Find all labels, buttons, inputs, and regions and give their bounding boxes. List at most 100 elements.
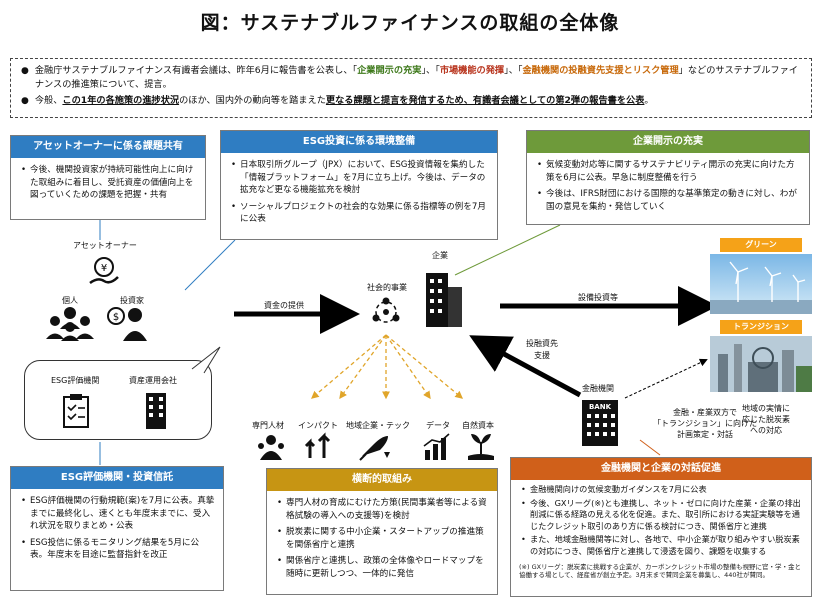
summary-text: のほか、国内外の動向等を踏まえた xyxy=(179,95,326,106)
enabler-label-data: データ xyxy=(426,421,450,430)
list-item: ESG投信に係るモニタリング結果を5月に公表。年度末を目途に監督指針を改正 xyxy=(21,537,215,562)
summary-text: 今般、 xyxy=(34,95,63,106)
enabler-arrows xyxy=(311,334,464,400)
company-label: 企業 xyxy=(432,251,448,260)
nature-capital-icon xyxy=(468,434,494,460)
box-asset-owner: アセットオーナーに係る課題共有 今後、機関投資家が持続可能性向上に向けた取組みに… xyxy=(10,135,206,220)
checklist-icon xyxy=(63,394,89,428)
box-header: アセットオーナーに係る課題共有 xyxy=(11,136,205,158)
impact-arrows-icon xyxy=(304,432,331,458)
summary-line-2: ● 今般、この1年の各施策の進捗状況のほか、国内外の動向等を踏まえた更なる課題と… xyxy=(21,94,801,108)
list-item: ESG評価機関の行動規範(案)を7月に公表。真摯までに最終化し、速くとも年度末ま… xyxy=(21,495,215,533)
box-list: ESG評価機関の行動規範(案)を7月に公表。真摯までに最終化し、速くとも年度末ま… xyxy=(11,489,223,570)
bank-sign: BANK xyxy=(589,403,612,411)
summary-text: 」などのサステナブルファイナンスの推進策について、提言。 xyxy=(34,65,798,90)
enabler-arrow xyxy=(311,334,387,399)
support-arrow xyxy=(469,335,582,398)
enabler-arrow xyxy=(339,334,387,400)
footnote: (※) GXリーグ：脱炭素に挑戦する企業が、カーボンクレジット市場の整備も視野に… xyxy=(519,563,801,579)
list-item: 気候変動対応等に関するサステナビリティ開示の充実に向けた方策を6月に公表。早急に… xyxy=(537,159,801,184)
data-chart-icon xyxy=(423,433,450,460)
enabler-arrow xyxy=(385,334,464,399)
list-item: 今後は、IFRS財団における国際的な基準策定の動きに対し、わが国の意見を集約・発… xyxy=(537,188,801,213)
list-item: 専門人材の育成にむけた方策(民間事業者等による資格試験の導入への支援等)を検討 xyxy=(277,497,489,522)
box-list: 今後、機関投資家が持続可能性向上に向けた取組みに着目し、受託資産の価値向上を図っ… xyxy=(11,158,205,210)
page-title: 図：サステナブルファイナンスの取組の全体像 xyxy=(200,12,620,34)
money-bag-icon: ¥ xyxy=(89,257,119,285)
list-item: ソーシャルプロジェクトの社会的な効果に係る指標等の例を7月に公表 xyxy=(231,201,489,226)
green-tag: グリーン xyxy=(720,238,802,252)
summary-box: ● 金融庁サステナブルファイナンス有識者会議は、昨年6月に報告書を公表し、「企業… xyxy=(10,58,812,118)
summary-text: 」、「 xyxy=(504,65,523,76)
box-list: 気候変動対応等に関するサステナビリティ開示の充実に向けた方策を6月に公表。早急に… xyxy=(527,153,809,221)
summary-text: 。 xyxy=(644,95,654,106)
dialogue-note: 金融・産業双方で 「トランジション」に向けた 計画策定・対話 xyxy=(653,408,757,439)
support-label-1: 投融資先 xyxy=(526,339,558,348)
asset-owner-label: アセットオーナー xyxy=(73,241,137,250)
equipment-investment-label: 設備投資等 xyxy=(578,293,618,302)
list-item: また、地域金融機関等に対し、各地で、中小企業が取り組みやすい脱炭素の対応につき、… xyxy=(521,534,803,557)
transition-tag: トランジション xyxy=(720,320,802,334)
enabler-label-talent: 専門人材 xyxy=(252,421,284,430)
box-list: 金融機関向けの気候変動ガイダンスを7月に公表 今後、GXリーグ(※)とも連携し、… xyxy=(511,480,811,563)
box-esg-rating: ESG評価機関・投資信託 ESG評価機関の行動規範(案)を7月に公表。真摯までに… xyxy=(10,466,224,591)
office-building-icon xyxy=(146,393,166,429)
list-item: 日本取引所グループ（JPX）において、ESG投資情報を集約した「情報プラットフォ… xyxy=(231,159,489,197)
region-note: 地域の実情に 応じた脱炭素 への対応 xyxy=(742,404,790,435)
enabler-label-nature: 自然資本 xyxy=(462,421,494,430)
company-building-icon xyxy=(426,273,462,327)
summary-text: 金融庁サステナブルファイナンス有識者会議は、昨年6月に報告書を公表し、「 xyxy=(34,65,358,76)
box-dialogue: 金融機関と企業の対話促進 金融機関向けの気候変動ガイダンスを7月に公表 今後、G… xyxy=(510,457,812,597)
svg-text:¥: ¥ xyxy=(101,263,107,274)
list-item: 金融機関向けの気候変動ガイダンスを7月に公表 xyxy=(521,484,803,496)
bank-label: 金融機関 xyxy=(582,384,614,393)
transition-arrow xyxy=(624,358,708,399)
asset-mgmt-label: 資産運用会社 xyxy=(129,376,177,385)
list-item: 関係省庁と連携し、政策の全体像やロードマップを随時に更新しつつ、一体的に発信 xyxy=(277,555,489,580)
list-item: 脱炭素に関する中小企業・スタートアップの推進策を関係省庁と連携 xyxy=(277,526,489,551)
social-network-icon xyxy=(372,297,400,323)
individual-label: 個人 xyxy=(62,296,78,305)
social-business-label: 社会的事業 xyxy=(367,283,407,292)
box-header: ESG投資に係る環境整備 xyxy=(221,131,497,153)
connector-line xyxy=(639,439,661,456)
box-header: ESG評価機関・投資信託 xyxy=(11,467,223,489)
industrial-plant-image xyxy=(710,336,812,392)
funding-label: 資金の提供 xyxy=(264,301,304,310)
box-header: 横断的取組み xyxy=(267,469,497,491)
connector-line xyxy=(454,224,561,276)
box-list: 専門人材の育成にむけた方策(民間事業者等による資格試験の導入への支援等)を検討 … xyxy=(267,491,497,588)
summary-line-1: ● 金融庁サステナブルファイナンス有識者会議は、昨年6月に報告書を公表し、「企業… xyxy=(21,64,801,92)
investor-icon: $ xyxy=(107,307,147,341)
highlight-report: 更なる課題と提言を発信するため、有識者会議としての第2弾の報告書を公表 xyxy=(325,95,645,106)
list-item: 今後、GXリーグ(※)とも連携し、ネット・ゼロに向けた産業・企業の排出削減に係る… xyxy=(521,498,803,533)
box-header: 金融機関と企業の対話促進 xyxy=(511,458,811,480)
bullet-icon: ● xyxy=(21,96,29,106)
esg-agency-label: ESG評価機関 xyxy=(51,376,100,385)
box-disclosure: 企業開示の充実 気候変動対応等に関するサステナビリティ開示の充実に向けた方策を6… xyxy=(526,130,810,225)
highlight-market: 市場機能の発揮 xyxy=(439,65,505,76)
highlight-finance: 金融機関の投融資先支援とリスク管理 xyxy=(522,65,679,76)
connector-line xyxy=(184,239,236,291)
talent-icon xyxy=(258,435,284,460)
investor-label: 投資家 xyxy=(120,296,144,305)
people-group-icon xyxy=(46,307,94,341)
wind-turbine-image xyxy=(710,254,812,314)
enabler-label-impact: インパクト xyxy=(298,421,338,430)
bubble-tail xyxy=(191,346,221,374)
support-label-2: 支援 xyxy=(534,351,550,360)
summary-text: 」、「 xyxy=(421,65,440,76)
box-header: 企業開示の充実 xyxy=(527,131,809,153)
svg-text:$: $ xyxy=(113,312,119,323)
box-list: 日本取引所グループ（JPX）において、ESG投資情報を集約した「情報プラットフォ… xyxy=(221,153,497,234)
enabler-arrow xyxy=(385,334,431,400)
box-cross-cutting: 横断的取組み 専門人材の育成にむけた方策(民間事業者等による資格試験の導入への支… xyxy=(266,468,498,595)
speech-bubble: ESG評価機関 資産運用会社 xyxy=(24,360,212,440)
box-esg-environment: ESG投資に係る環境整備 日本取引所グループ（JPX）において、ESG投資情報を… xyxy=(220,130,498,240)
highlight-progress: この1年の各施策の進捗状況 xyxy=(62,95,180,106)
bullet-icon: ● xyxy=(21,66,29,76)
rocket-icon xyxy=(359,436,390,461)
highlight-disclosure: 企業開示の充実 xyxy=(357,65,422,76)
bank-building-icon: BANK xyxy=(582,400,618,446)
